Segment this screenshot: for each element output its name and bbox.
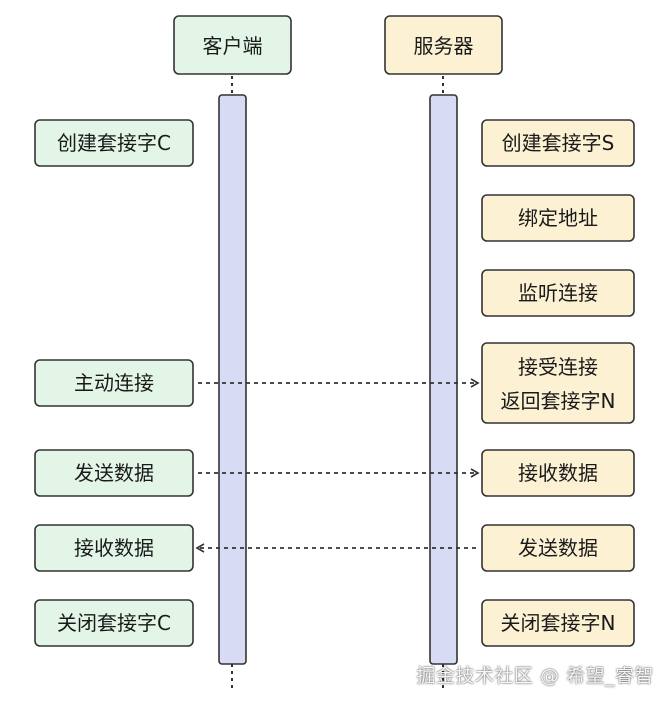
svg-text:发送数据: 发送数据 — [74, 461, 154, 485]
svg-text:监听连接: 监听连接 — [518, 281, 598, 305]
svg-text:接收数据: 接收数据 — [74, 536, 154, 560]
svg-text:创建套接字C: 创建套接字C — [57, 131, 171, 155]
svg-text:主动连接: 主动连接 — [74, 371, 154, 395]
svg-text:发送数据: 发送数据 — [518, 536, 598, 560]
server-activation-bar — [429, 94, 458, 665]
client-participant: 客户端 — [173, 15, 292, 75]
server-participant: 服务器 — [384, 15, 503, 75]
svg-text:返回套接字N: 返回套接字N — [501, 389, 616, 413]
client-activation-bar — [218, 94, 247, 665]
client-step-receive: 接收数据 — [34, 524, 194, 572]
svg-text:关闭套接字C: 关闭套接字C — [57, 611, 171, 635]
client-step-send: 发送数据 — [34, 449, 194, 497]
watermark: 掘金技术社区 @ 希望_睿智 — [416, 665, 654, 687]
server-step-accept: 接受连接 返回套接字N — [481, 342, 635, 424]
client-step-connect: 主动连接 — [34, 359, 194, 407]
svg-text:接收数据: 接收数据 — [518, 461, 598, 485]
svg-text:服务器: 服务器 — [414, 34, 474, 58]
client-step-create-socket: 创建套接字C — [34, 119, 194, 167]
server-step-bind: 绑定地址 — [481, 194, 635, 242]
svg-text:接受连接: 接受连接 — [518, 355, 598, 379]
server-step-send: 发送数据 — [481, 524, 635, 572]
svg-text:创建套接字S: 创建套接字S — [502, 131, 615, 155]
svg-text:客户端: 客户端 — [203, 34, 263, 58]
server-step-listen: 监听连接 — [481, 269, 635, 317]
server-step-close: 关闭套接字N — [481, 599, 635, 647]
svg-text:关闭套接字N: 关闭套接字N — [501, 611, 616, 635]
server-step-receive: 接收数据 — [481, 449, 635, 497]
server-step-create-socket: 创建套接字S — [481, 119, 635, 167]
svg-text:绑定地址: 绑定地址 — [518, 206, 598, 230]
client-step-close: 关闭套接字C — [34, 599, 194, 647]
